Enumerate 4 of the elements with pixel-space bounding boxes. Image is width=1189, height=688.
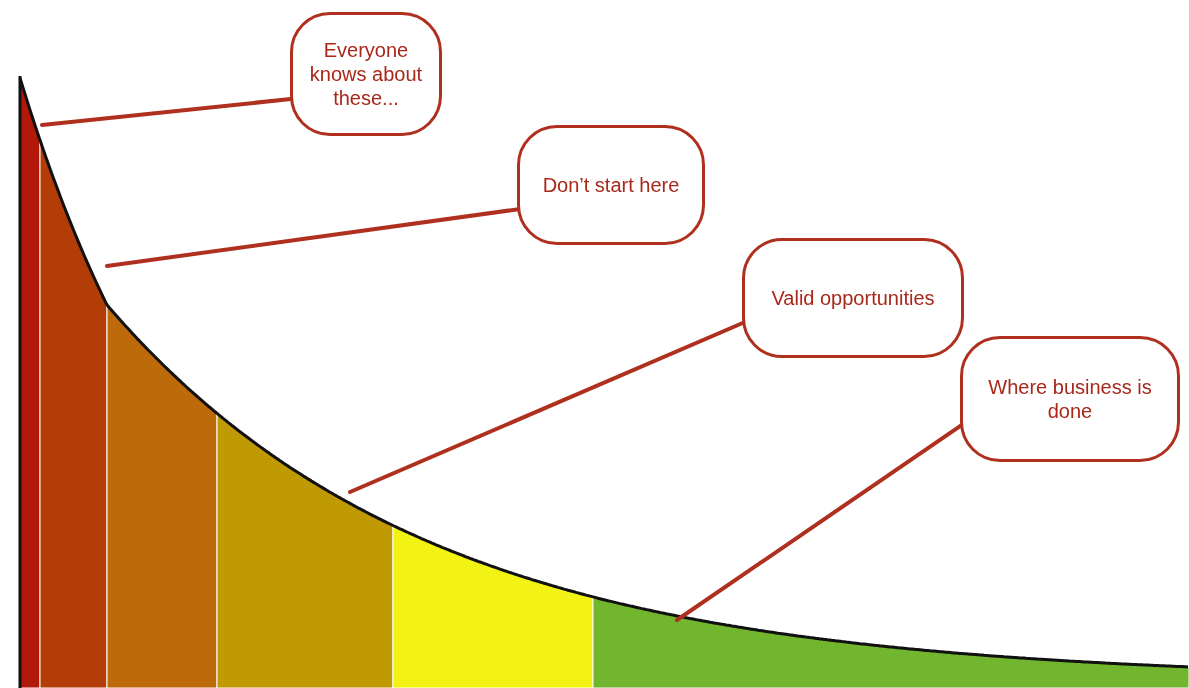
speech-bubble: Everyone knows about these... [290, 12, 442, 136]
speech-bubble: Don’t start here [517, 125, 705, 245]
speech-bubble: Valid opportunities [742, 238, 964, 358]
speech-bubble: Where business is done [960, 336, 1180, 462]
